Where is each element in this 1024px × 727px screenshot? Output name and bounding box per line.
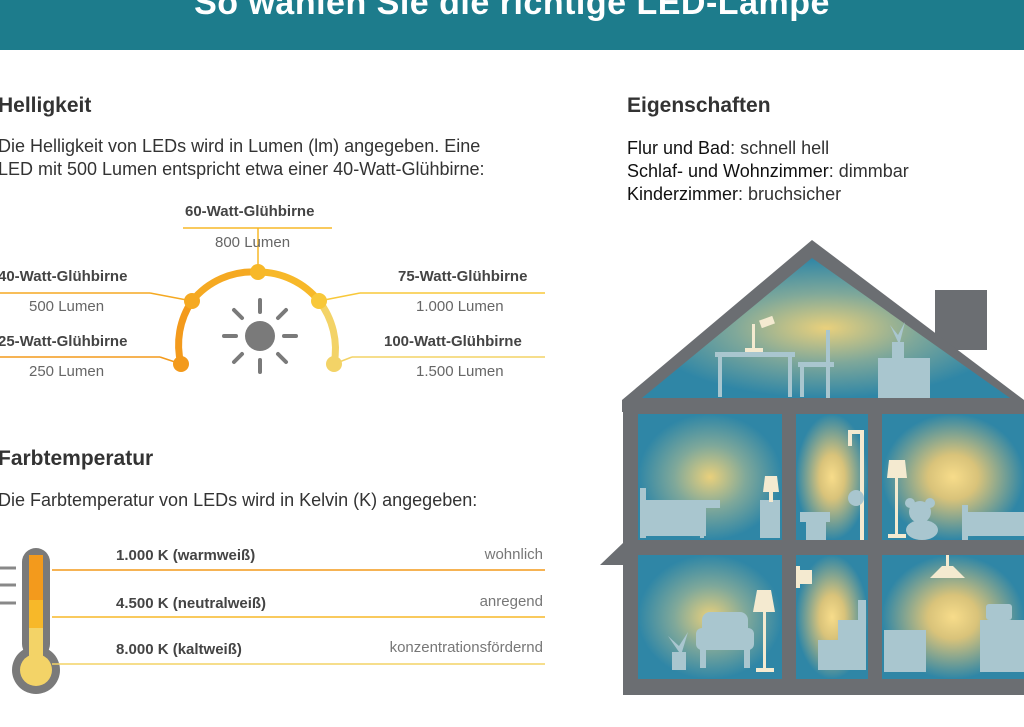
living-room bbox=[638, 555, 782, 679]
temp-desc-neutral: anregend bbox=[479, 593, 543, 610]
desk-icon bbox=[715, 330, 834, 398]
temp-label-neutral: 4.500 K (neutralweiß) bbox=[116, 595, 267, 612]
lumen-60w: 800 Lumen bbox=[215, 234, 291, 251]
arc-segment-3 bbox=[257, 268, 322, 304]
page-title: So wählen Sie die richtige LED-Lampe bbox=[194, 0, 830, 22]
sun-icon bbox=[222, 298, 298, 374]
shower-icon bbox=[848, 430, 864, 540]
nightstand bbox=[760, 500, 780, 538]
lumen-100w: 1.500 Lumen bbox=[416, 363, 504, 380]
temp-desc-warm: wohnlich bbox=[484, 546, 543, 563]
living-lamp-icon bbox=[753, 590, 775, 672]
pendant-lamp-icon bbox=[930, 555, 965, 578]
lumen-25w: 250 Lumen bbox=[29, 363, 105, 380]
title-banner: So wählen Sie die richtige LED-Lampe bbox=[0, 0, 1024, 50]
bedroom-lamp-icon bbox=[763, 476, 779, 502]
brightness-text-1: Die Helligkeit von LEDs wird in Lumen (l… bbox=[0, 136, 481, 156]
property-value: schnell hell bbox=[740, 138, 830, 158]
kitchen bbox=[882, 555, 1024, 679]
color-temp-heading: Farbtemperatur bbox=[0, 447, 154, 470]
property-value: bruchsicher bbox=[748, 184, 842, 204]
lamp-icon bbox=[745, 315, 775, 352]
property-room: Schlaf- und Wohnzimmer bbox=[627, 161, 829, 181]
kitchen-counter-icon bbox=[884, 604, 1024, 672]
dot-75w bbox=[311, 293, 327, 309]
toilet-icon bbox=[800, 512, 830, 540]
property-value: dimmbar bbox=[838, 161, 909, 181]
temp-label-warm: 1.000 K (warmweiß) bbox=[116, 547, 256, 564]
floor-lamp-icon bbox=[887, 460, 907, 538]
brightness-text-2: LED mit 500 Lumen entspricht etwa einer … bbox=[0, 159, 485, 179]
side-plant-icon bbox=[668, 632, 688, 670]
property-item: Schlaf- und Wohnzimmer: dimmbar bbox=[627, 161, 909, 181]
plant-icon bbox=[890, 322, 905, 358]
label-75w: 75-Watt-Glühbirne bbox=[398, 268, 528, 285]
label-60w: 60-Watt-Glühbirne bbox=[185, 203, 315, 220]
dot-40w bbox=[184, 293, 200, 309]
brightness-heading: Helligkeit bbox=[0, 94, 92, 117]
temp-desc-cold: konzentrationsfördernd bbox=[389, 639, 543, 656]
house-body bbox=[623, 400, 1024, 695]
thermometer-icon bbox=[12, 548, 60, 694]
dresser bbox=[878, 358, 930, 398]
wall-lamp-icon bbox=[796, 566, 812, 588]
dot-25w bbox=[173, 356, 189, 372]
label-40w: 40-Watt-Glühbirne bbox=[0, 268, 128, 285]
temp-label-cold: 8.000 K (kaltweiß) bbox=[116, 641, 242, 658]
dot-60w bbox=[250, 264, 266, 280]
bed-icon bbox=[640, 488, 720, 538]
property-room: Kinderzimmer bbox=[627, 184, 739, 204]
properties-heading: Eigenschaften bbox=[627, 94, 771, 117]
property-item: Flur und Bad: schnell hell bbox=[627, 138, 830, 158]
label-25w: 25-Watt-Glühbirne bbox=[0, 333, 128, 350]
sink-icon bbox=[848, 490, 864, 506]
arc-segment-2 bbox=[189, 268, 259, 304]
lumen-40w: 500 Lumen bbox=[29, 298, 105, 315]
lumen-75w: 1.000 Lumen bbox=[416, 298, 504, 315]
kids-room bbox=[882, 414, 1024, 540]
kids-bed-icon bbox=[962, 505, 1024, 540]
arc-segment-4 bbox=[315, 297, 339, 368]
teddy-bear-icon bbox=[905, 498, 938, 540]
dot-100w bbox=[326, 356, 342, 372]
arc-segment-1 bbox=[175, 297, 196, 368]
attic-room bbox=[642, 258, 1010, 398]
stairs bbox=[818, 600, 866, 670]
armchair-icon bbox=[696, 612, 754, 668]
property-room: Flur und Bad bbox=[627, 138, 731, 158]
roof bbox=[622, 240, 1024, 412]
bedroom bbox=[638, 414, 782, 540]
chimney bbox=[935, 290, 987, 350]
properties-list: Flur und Bad: schnell hell Schlaf- und W… bbox=[627, 137, 909, 206]
bathroom bbox=[796, 414, 868, 540]
label-100w: 100-Watt-Glühbirne bbox=[384, 333, 522, 350]
color-temp-text: Die Farbtemperatur von LEDs wird in Kelv… bbox=[0, 490, 478, 510]
hallway bbox=[796, 555, 868, 679]
property-item: Kinderzimmer: bruchsicher bbox=[627, 184, 842, 204]
